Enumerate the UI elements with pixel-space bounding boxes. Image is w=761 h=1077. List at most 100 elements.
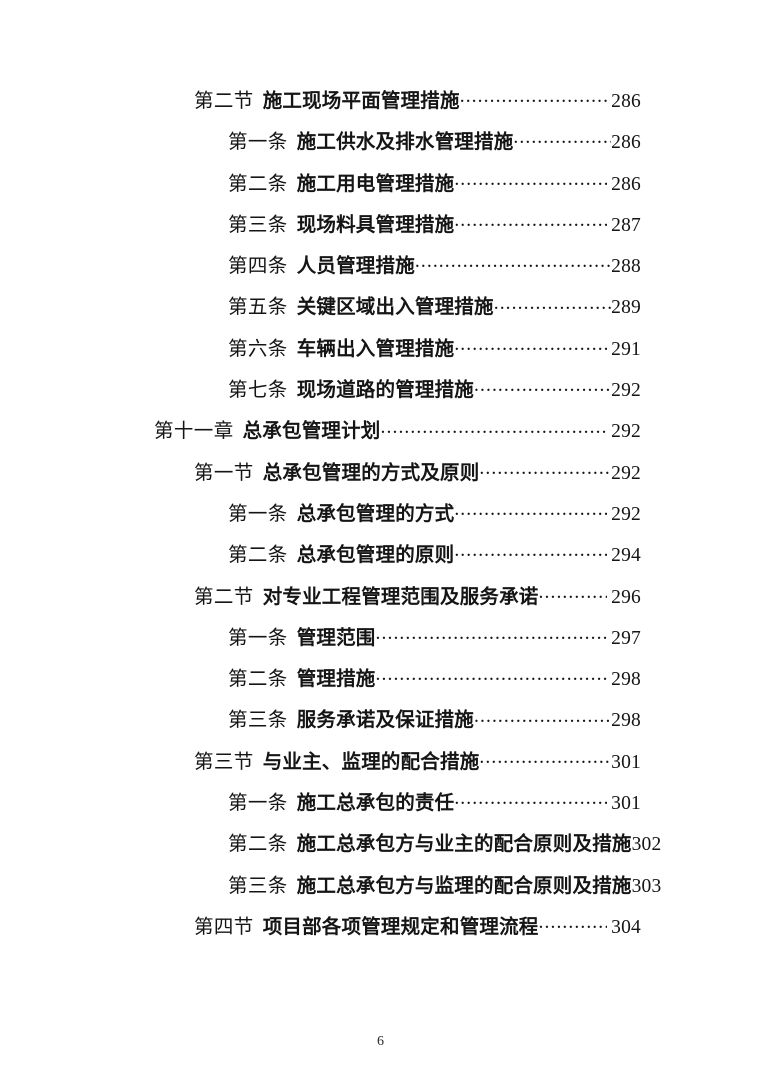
toc-entry-page-number: 298 — [611, 710, 641, 732]
toc-dot-leader — [454, 174, 607, 190]
toc-entry-number: 第一条 — [228, 132, 288, 154]
toc-entry-page-number: 292 — [611, 421, 641, 443]
toc-entry-page-number: 294 — [611, 545, 641, 567]
toc-dot-leader — [454, 545, 607, 561]
toc-entry-number: 第二条 — [228, 834, 288, 856]
toc-dot-leader — [454, 215, 607, 231]
toc-entry-title: 总承包管理的原则 — [296, 543, 455, 567]
toc-entry[interactable]: 第一条施工供水及排水管理措施286 — [0, 125, 761, 166]
toc-entry-page-number: 292 — [611, 462, 641, 484]
toc-entry-page-number: 292 — [611, 380, 641, 402]
toc-entry-number: 第一条 — [228, 503, 288, 525]
toc-dot-leader — [479, 463, 611, 479]
toc-entry-title: 总承包管理的方式 — [296, 501, 455, 525]
toc-entry-title: 施工用电管理措施 — [296, 171, 455, 195]
toc-entry-number: 第二节 — [194, 586, 254, 608]
toc-dot-leader — [376, 669, 608, 685]
toc-entry-number: 第一条 — [228, 627, 288, 649]
toc-entry-number: 第三条 — [228, 875, 288, 897]
toc-entry-page-number: 296 — [611, 586, 641, 608]
toc-dot-leader — [454, 504, 607, 520]
toc-entry-title: 车辆出入管理措施 — [296, 336, 455, 360]
toc-entry[interactable]: 第四条人员管理措施288 — [0, 249, 761, 290]
toc-dot-leader — [454, 339, 607, 355]
toc-entry-page-number: 286 — [611, 173, 641, 195]
toc-entry-title: 施工总承包的责任 — [296, 791, 455, 815]
toc-entry-page-number: 287 — [611, 214, 641, 236]
toc-entry-page-number: 301 — [611, 793, 641, 815]
toc-entry-title: 管理范围 — [296, 625, 376, 649]
toc-entry-title: 对专业工程管理范围及服务承诺 — [262, 584, 539, 608]
toc-entry-page-number: 286 — [611, 91, 641, 112]
toc-entry-number: 第十一章 — [154, 421, 234, 443]
toc-dot-leader — [460, 91, 607, 107]
toc-entry-number: 第一条 — [228, 793, 288, 815]
toc-entry-page-number: 289 — [611, 297, 641, 319]
toc-entry-number: 第三条 — [228, 214, 288, 236]
toc-entry-title: 总承包管理计划 — [242, 419, 381, 443]
toc-entry-page-number: 291 — [611, 338, 641, 360]
toc-entry-title: 人员管理措施 — [296, 254, 415, 278]
toc-dot-leader — [539, 587, 608, 603]
toc-entry[interactable]: 第二节施工现场平面管理措施286 — [0, 84, 761, 125]
toc-entry-number: 第二条 — [228, 545, 288, 567]
toc-entry-title: 施工总承包方与监理的配合原则及措施 — [296, 873, 632, 897]
toc-dot-leader — [479, 752, 611, 768]
toc-entry-number: 第四节 — [194, 916, 254, 938]
toc-entry-page-number: 297 — [611, 627, 641, 649]
toc-entry-page-number: 292 — [611, 503, 641, 525]
toc-entry-number: 第六条 — [228, 338, 288, 360]
toc-entry-number: 第五条 — [228, 297, 288, 319]
toc-entry-number: 第七条 — [228, 380, 288, 402]
toc-entry-number: 第三条 — [228, 710, 288, 732]
toc-dot-leader — [415, 256, 611, 272]
table-of-contents: 第二节施工现场平面管理措施286第一条施工供水及排水管理措施286第二条施工用电… — [0, 84, 761, 951]
toc-dot-leader — [513, 132, 611, 148]
toc-entry-page-number: 301 — [611, 751, 641, 773]
toc-entry-number: 第一节 — [194, 462, 254, 484]
toc-entry-title: 管理措施 — [296, 667, 376, 691]
toc-entry-page-number: 298 — [611, 669, 641, 691]
toc-entry-title: 服务承诺及保证措施 — [296, 708, 475, 732]
toc-entry-title: 关键区域出入管理措施 — [296, 295, 494, 319]
toc-entry-page-number: 302 — [631, 834, 662, 856]
toc-entry-number: 第二条 — [228, 173, 288, 195]
toc-entry-title: 总承包管理的方式及原则 — [262, 460, 480, 484]
toc-entry-title: 施工现场平面管理措施 — [262, 89, 460, 112]
toc-dot-leader — [454, 793, 607, 809]
toc-entry-page-number: 288 — [611, 256, 641, 278]
toc-entry-number: 第二条 — [228, 669, 288, 691]
footer-page-number: 6 — [377, 1034, 384, 1049]
toc-entry-title: 施工总承包方与业主的配合原则及措施 — [296, 832, 632, 856]
toc-dot-leader — [474, 710, 611, 726]
toc-dot-leader — [381, 421, 608, 437]
toc-entry-title: 项目部各项管理规定和管理流程 — [262, 914, 539, 938]
toc-entry-title: 施工供水及排水管理措施 — [296, 130, 514, 154]
toc-entry-page-number: 303 — [631, 875, 662, 897]
toc-dot-leader — [494, 297, 611, 313]
toc-entry-title: 现场道路的管理措施 — [296, 378, 475, 402]
toc-entry-page-number: 304 — [611, 916, 641, 938]
toc-entry-title: 现场料具管理措施 — [296, 212, 455, 236]
toc-dot-leader — [474, 380, 611, 396]
toc-dot-leader — [539, 917, 608, 933]
